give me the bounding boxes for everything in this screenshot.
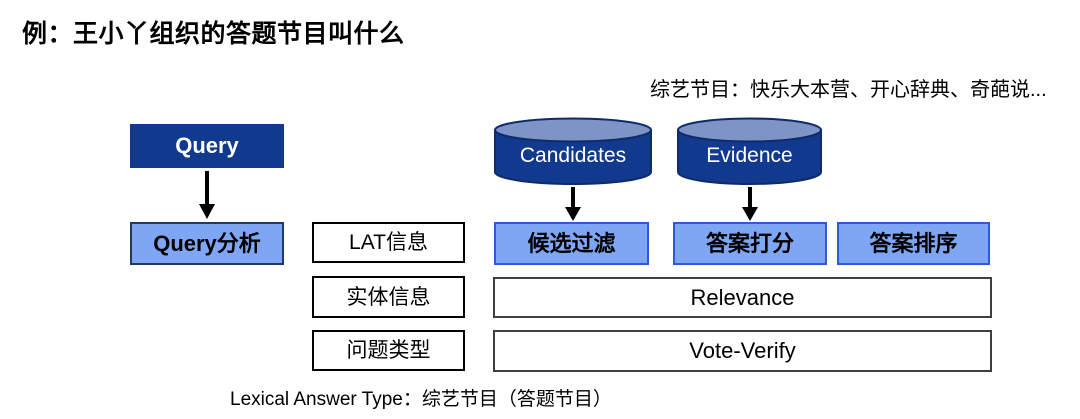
entity-info-label: 实体信息 [346, 285, 431, 309]
lexical-answer-type-note: Lexical Answer Type：综艺节目（答题节目） [230, 389, 612, 410]
lat-info-label: LAT信息 [349, 231, 428, 254]
evidence-node: Evidence [676, 134, 823, 178]
entity-info-node: 实体信息 [312, 276, 465, 318]
arrow-down-icon [742, 187, 758, 221]
question-type-node: 问题类型 [312, 330, 465, 371]
answer-scoring-node: 答案打分 [673, 222, 827, 265]
query-node-label: Query [175, 133, 239, 158]
arrow-down-icon [565, 187, 581, 221]
relevance-node: Relevance [493, 277, 992, 318]
evidence-label: Evidence [706, 144, 793, 167]
candidates-label: Candidates [519, 144, 627, 167]
query-analysis-node: Query分析 [130, 222, 284, 265]
question-type-label: 问题类型 [346, 339, 431, 362]
answer-scoring-label: 答案打分 [705, 230, 794, 256]
vote-verify-node: Vote-Verify [493, 330, 992, 372]
candidates-node: Candidates [493, 134, 653, 178]
candidate-filter-node: 候选过滤 [494, 222, 649, 265]
vote-verify-label: Vote-Verify [689, 338, 796, 363]
arrow-down-icon [199, 171, 215, 219]
page-title: 例：王小丫组织的答题节目叫什么 [22, 20, 405, 48]
candidate-filter-label: 候选过滤 [527, 230, 616, 256]
query-analysis-label: Query分析 [153, 230, 261, 256]
lat-info-node: LAT信息 [312, 222, 465, 263]
query-node: Query [130, 124, 284, 168]
candidates-database-icon [494, 117, 652, 185]
answer-ranking-node: 答案排序 [837, 222, 990, 265]
relevance-label: Relevance [690, 284, 795, 310]
examples-note: 综艺节目：快乐大本营、开心辞典、奇葩说... [650, 79, 1047, 101]
evidence-database-icon [677, 117, 822, 185]
answer-ranking-label: 答案排序 [869, 230, 958, 256]
